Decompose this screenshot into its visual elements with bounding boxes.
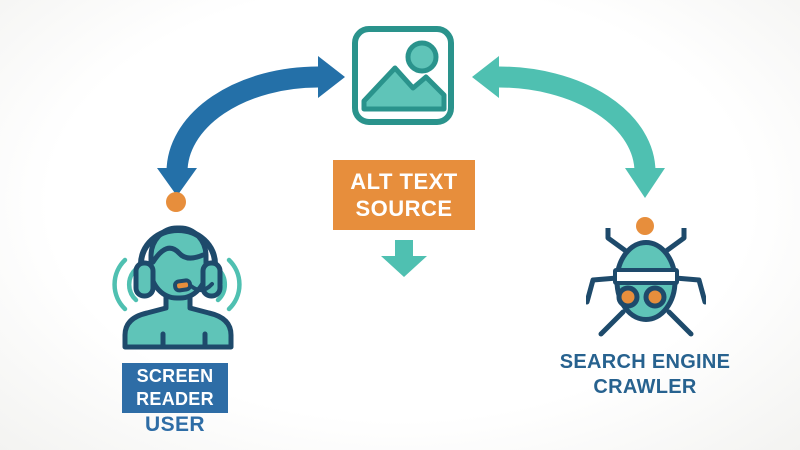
user-caption: USER (145, 413, 205, 436)
screen-reader-user-icon (112, 225, 242, 350)
alt-text-source-box: ALT TEXT SOURCE (333, 160, 475, 230)
alt-text-source-line2: SOURCE (355, 196, 453, 221)
alt-text-source-line1: ALT TEXT (350, 169, 458, 194)
orange-dot-right (636, 217, 654, 235)
orange-dot-left (166, 192, 186, 212)
crawler-caption-line2: CRAWLER (593, 376, 697, 398)
screen-reader-label-line2: READER (136, 389, 214, 409)
search-engine-crawler-icon (586, 228, 706, 337)
teal-double-arrow (472, 56, 665, 198)
spider-legs-icon (586, 228, 706, 337)
image-icon (352, 26, 454, 125)
alt-source-down-arrow-icon (381, 240, 427, 277)
blue-double-arrow (157, 56, 345, 196)
crawler-caption-line1: SEARCH ENGINE (559, 351, 731, 373)
search-engine-crawler-caption: SEARCH ENGINE CRAWLER (545, 350, 745, 400)
screen-reader-label-line1: SCREEN (136, 366, 214, 386)
screen-reader-label-box: SCREEN READER (122, 363, 228, 413)
